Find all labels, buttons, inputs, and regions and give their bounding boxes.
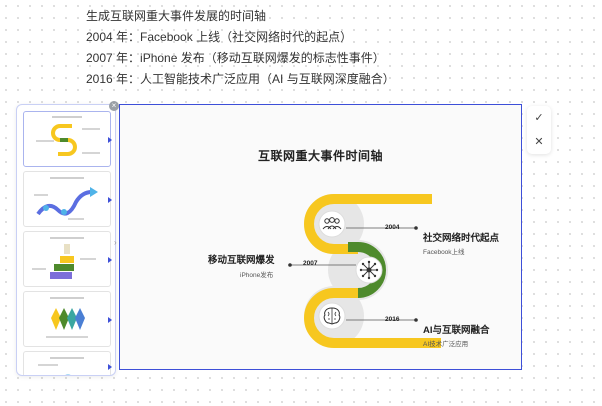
- template-thumbnail-1[interactable]: [23, 111, 111, 167]
- network-icon: [355, 256, 383, 284]
- event-year-2007: 2007: [303, 260, 318, 267]
- slide-tool-panel: ✓ ✕: [527, 106, 551, 154]
- prompt-line: 2016 年：人工智能技术广泛应用（AI 与互联网深度融合）: [86, 72, 395, 86]
- thumbnail-1-preview: [36, 116, 100, 156]
- people-icon: [318, 210, 346, 238]
- timeline-graphic: [288, 194, 441, 348]
- event-year-2004: 2004: [385, 224, 400, 231]
- prompt-text: 生成互联网重大事件发展的时间轴 2004 年：Facebook 上线（社交网络时…: [86, 6, 395, 90]
- prompt-line: 生成互联网重大事件发展的时间轴: [86, 9, 267, 23]
- event-subtitle-2004: Facebook上线: [423, 249, 465, 256]
- slide-title: 互联网重大事件时间轴: [257, 149, 383, 163]
- template-thumbnail-4[interactable]: [23, 291, 111, 347]
- event-title-2004: 社交网络时代起点: [423, 233, 500, 244]
- thumbnail-2-preview: [34, 177, 98, 220]
- template-thumbnail-3[interactable]: [23, 231, 111, 287]
- event-subtitle-2016: AI技术广泛应用: [423, 341, 469, 348]
- thumbnail-3-preview: [32, 237, 96, 279]
- slide-canvas[interactable]: 互联网重大事件时间轴: [119, 104, 522, 370]
- close-icon[interactable]: ✕: [534, 136, 544, 148]
- thumbnail-arrow-icon: [108, 257, 112, 263]
- thumbnail-arrow-icon: [108, 137, 112, 143]
- event-title-2007: 移动互联网爆发: [208, 255, 275, 266]
- event-title-2016: AI与互联网融合: [423, 325, 490, 336]
- template-thumbnail-2[interactable]: [23, 171, 111, 227]
- thumbnail-arrow-icon: [108, 364, 112, 370]
- panel-expand-icon[interactable]: ›: [114, 238, 117, 247]
- panel-close-icon[interactable]: ×: [109, 101, 119, 111]
- confirm-check-icon[interactable]: ✓: [534, 112, 544, 124]
- thumbnail-arrow-icon: [108, 317, 112, 323]
- event-year-2016: 2016: [385, 316, 400, 323]
- thumbnail-4-preview: [46, 297, 88, 338]
- event-subtitle-2007: iPhone发布: [240, 272, 274, 279]
- template-thumbnail-5[interactable]: [23, 351, 111, 375]
- thumbnail-arrow-icon: [108, 197, 112, 203]
- thumbnail-5-preview: [38, 357, 84, 375]
- brain-icon: [318, 302, 346, 330]
- prompt-line: 2004 年：Facebook 上线（社交网络时代的起点）: [86, 30, 353, 44]
- prompt-line: 2007 年：iPhone 发布（移动互联网爆发的标志性事件）: [86, 51, 385, 65]
- template-thumbnail-panel: [16, 104, 116, 376]
